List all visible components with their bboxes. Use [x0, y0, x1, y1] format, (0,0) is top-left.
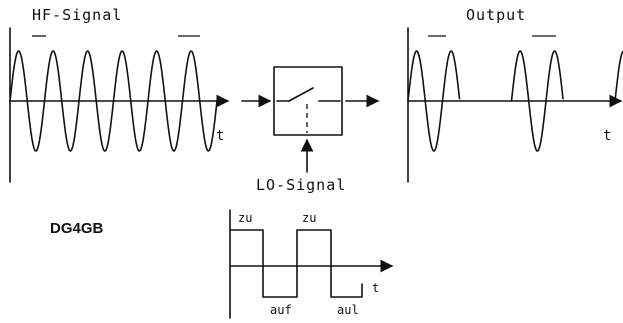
output-gated-wave [407, 50, 623, 152]
lo-label-closed: zu [302, 211, 316, 225]
lo-waveform-panel: zu zu auf aul t [229, 209, 394, 319]
lo-label-closed: zu [238, 211, 252, 225]
lo-square-wave [229, 229, 363, 298]
hf-sine-wave [9, 50, 218, 152]
lo-label-open: auf [270, 303, 292, 317]
lo-time-label: t [372, 281, 379, 295]
output-panel: Output t [407, 6, 623, 183]
switch-block: LO-Signal [241, 66, 380, 194]
hf-signal-panel: HF-Signal t [9, 6, 230, 183]
lo-label-open: aul [337, 303, 359, 317]
author-callsign: DG4GB [50, 220, 104, 237]
lo-signal-label: LO-Signal [256, 176, 346, 194]
output-title: Output [466, 6, 526, 24]
hf-time-label: t [216, 128, 224, 144]
hf-signal-title: HF-Signal [32, 6, 122, 24]
switch-box [273, 66, 343, 136]
output-time-label: t [603, 128, 611, 144]
switch-contact-arm [288, 87, 314, 102]
